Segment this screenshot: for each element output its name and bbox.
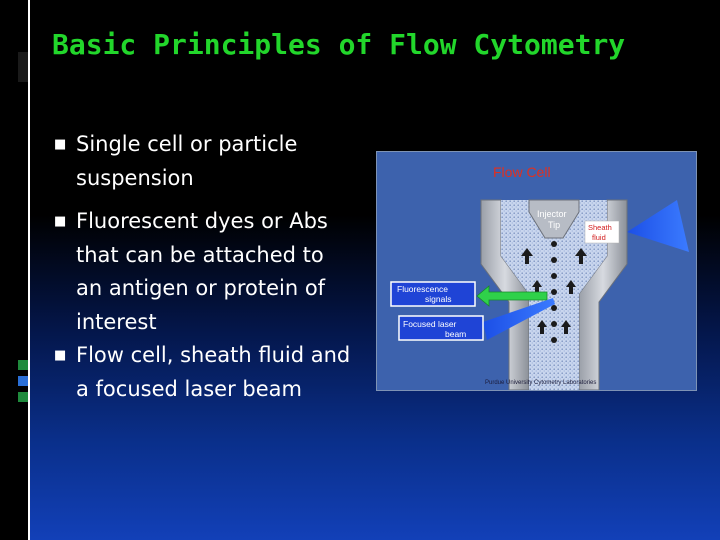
bullet-text: Fluorescent dyes or Abs that can be atta… <box>76 209 328 334</box>
focused-laser-beam-label: Focused laser <box>403 319 457 329</box>
sheath-fluid-label: fluid <box>592 233 606 242</box>
decorative-block <box>18 52 28 82</box>
flow-cell-illustration: Flow Cell Injector Tip <box>390 164 689 390</box>
figure-credit: Purdue University Cytometry Laboratories <box>485 380 596 386</box>
fluorescence-signals-label: signals <box>425 294 451 304</box>
square-bullet-icon: ■ <box>54 214 67 229</box>
flow-cell-outer-wall <box>578 199 628 390</box>
decorative-block <box>18 360 28 370</box>
bullet-list: ■ Single cell or particle suspension ■ F… <box>52 128 352 406</box>
fluorescence-signal-arrow <box>476 285 548 307</box>
injector-tip-label: Tip <box>548 220 560 230</box>
sheath-fluid-label-box <box>584 220 620 244</box>
injector-tip <box>528 199 580 239</box>
focused-laser-beam-label-box <box>398 315 484 341</box>
injector-tip-label: Injector <box>537 209 567 219</box>
sheath-fluid-label: Sheath <box>588 223 612 232</box>
slide-title: Basic Principles of Flow Cytometry <box>52 28 626 61</box>
flow-cell-diagram: Flow Cell Injector Tip <box>376 151 697 391</box>
decorative-block <box>18 376 28 386</box>
square-bullet-icon: ■ <box>54 348 67 363</box>
figure-heading: Flow Cell <box>493 164 551 180</box>
cell-stream <box>551 241 557 343</box>
fluorescence-signals-label: Fluorescence <box>397 284 448 294</box>
bullet-text: Single cell or particle suspension <box>76 132 298 190</box>
sheath-fluid-beam <box>627 200 689 252</box>
bullet-item: ■ Single cell or particle suspension <box>52 128 352 195</box>
bullet-item: ■ Fluorescent dyes or Abs that can be at… <box>52 205 352 339</box>
decorative-block <box>18 392 28 402</box>
focused-laser-beam-label: beam <box>445 329 466 339</box>
bullet-item: ■ Flow cell, sheath fluid and a focused … <box>52 339 352 406</box>
focused-laser-beam <box>483 298 555 340</box>
square-bullet-icon: ■ <box>54 137 67 152</box>
bullet-text: Flow cell, sheath fluid and a focused la… <box>76 343 351 401</box>
fluorescence-signals-label-box <box>390 281 476 307</box>
sheath-flow-arrows <box>521 248 587 334</box>
left-decorative-strip <box>0 0 30 540</box>
